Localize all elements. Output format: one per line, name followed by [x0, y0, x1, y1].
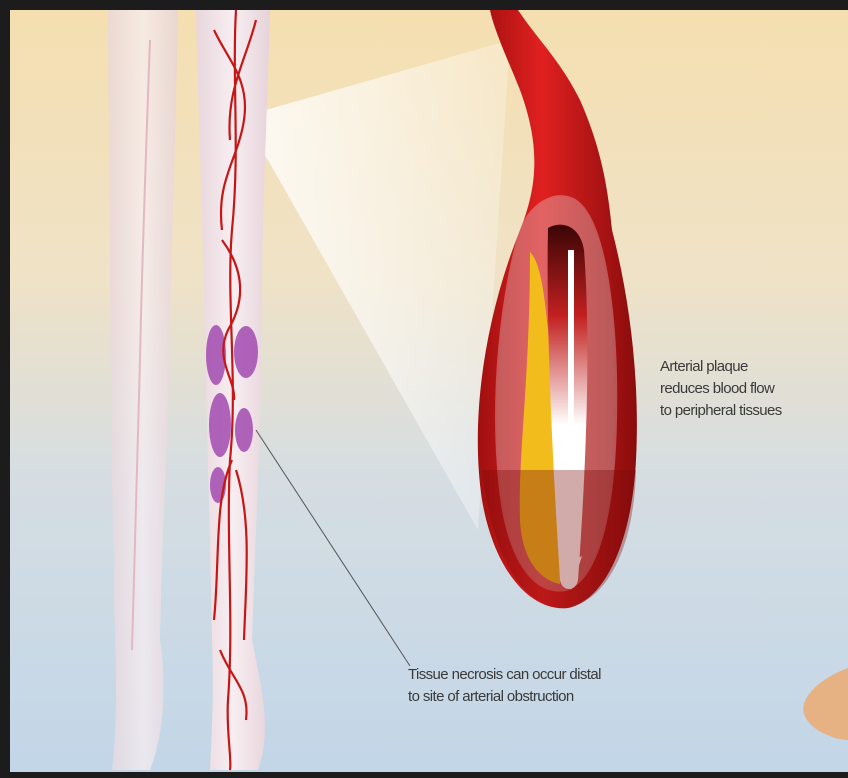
plaque-label-line-3: to peripheral tissues: [660, 400, 782, 422]
plaque-label-line-1: Arterial plaque: [660, 356, 782, 378]
plaque-label-line-2: reduces blood flow: [660, 378, 782, 400]
necrosis-label-line-1: Tissue necrosis can occur distal: [408, 664, 601, 686]
necrosis-label-line-2: to site of arterial obstruction: [408, 686, 601, 708]
necrosis-label: Tissue necrosis can occur distal to site…: [408, 664, 601, 708]
plaque-label: Arterial plaque reduces blood flow to pe…: [660, 356, 782, 422]
